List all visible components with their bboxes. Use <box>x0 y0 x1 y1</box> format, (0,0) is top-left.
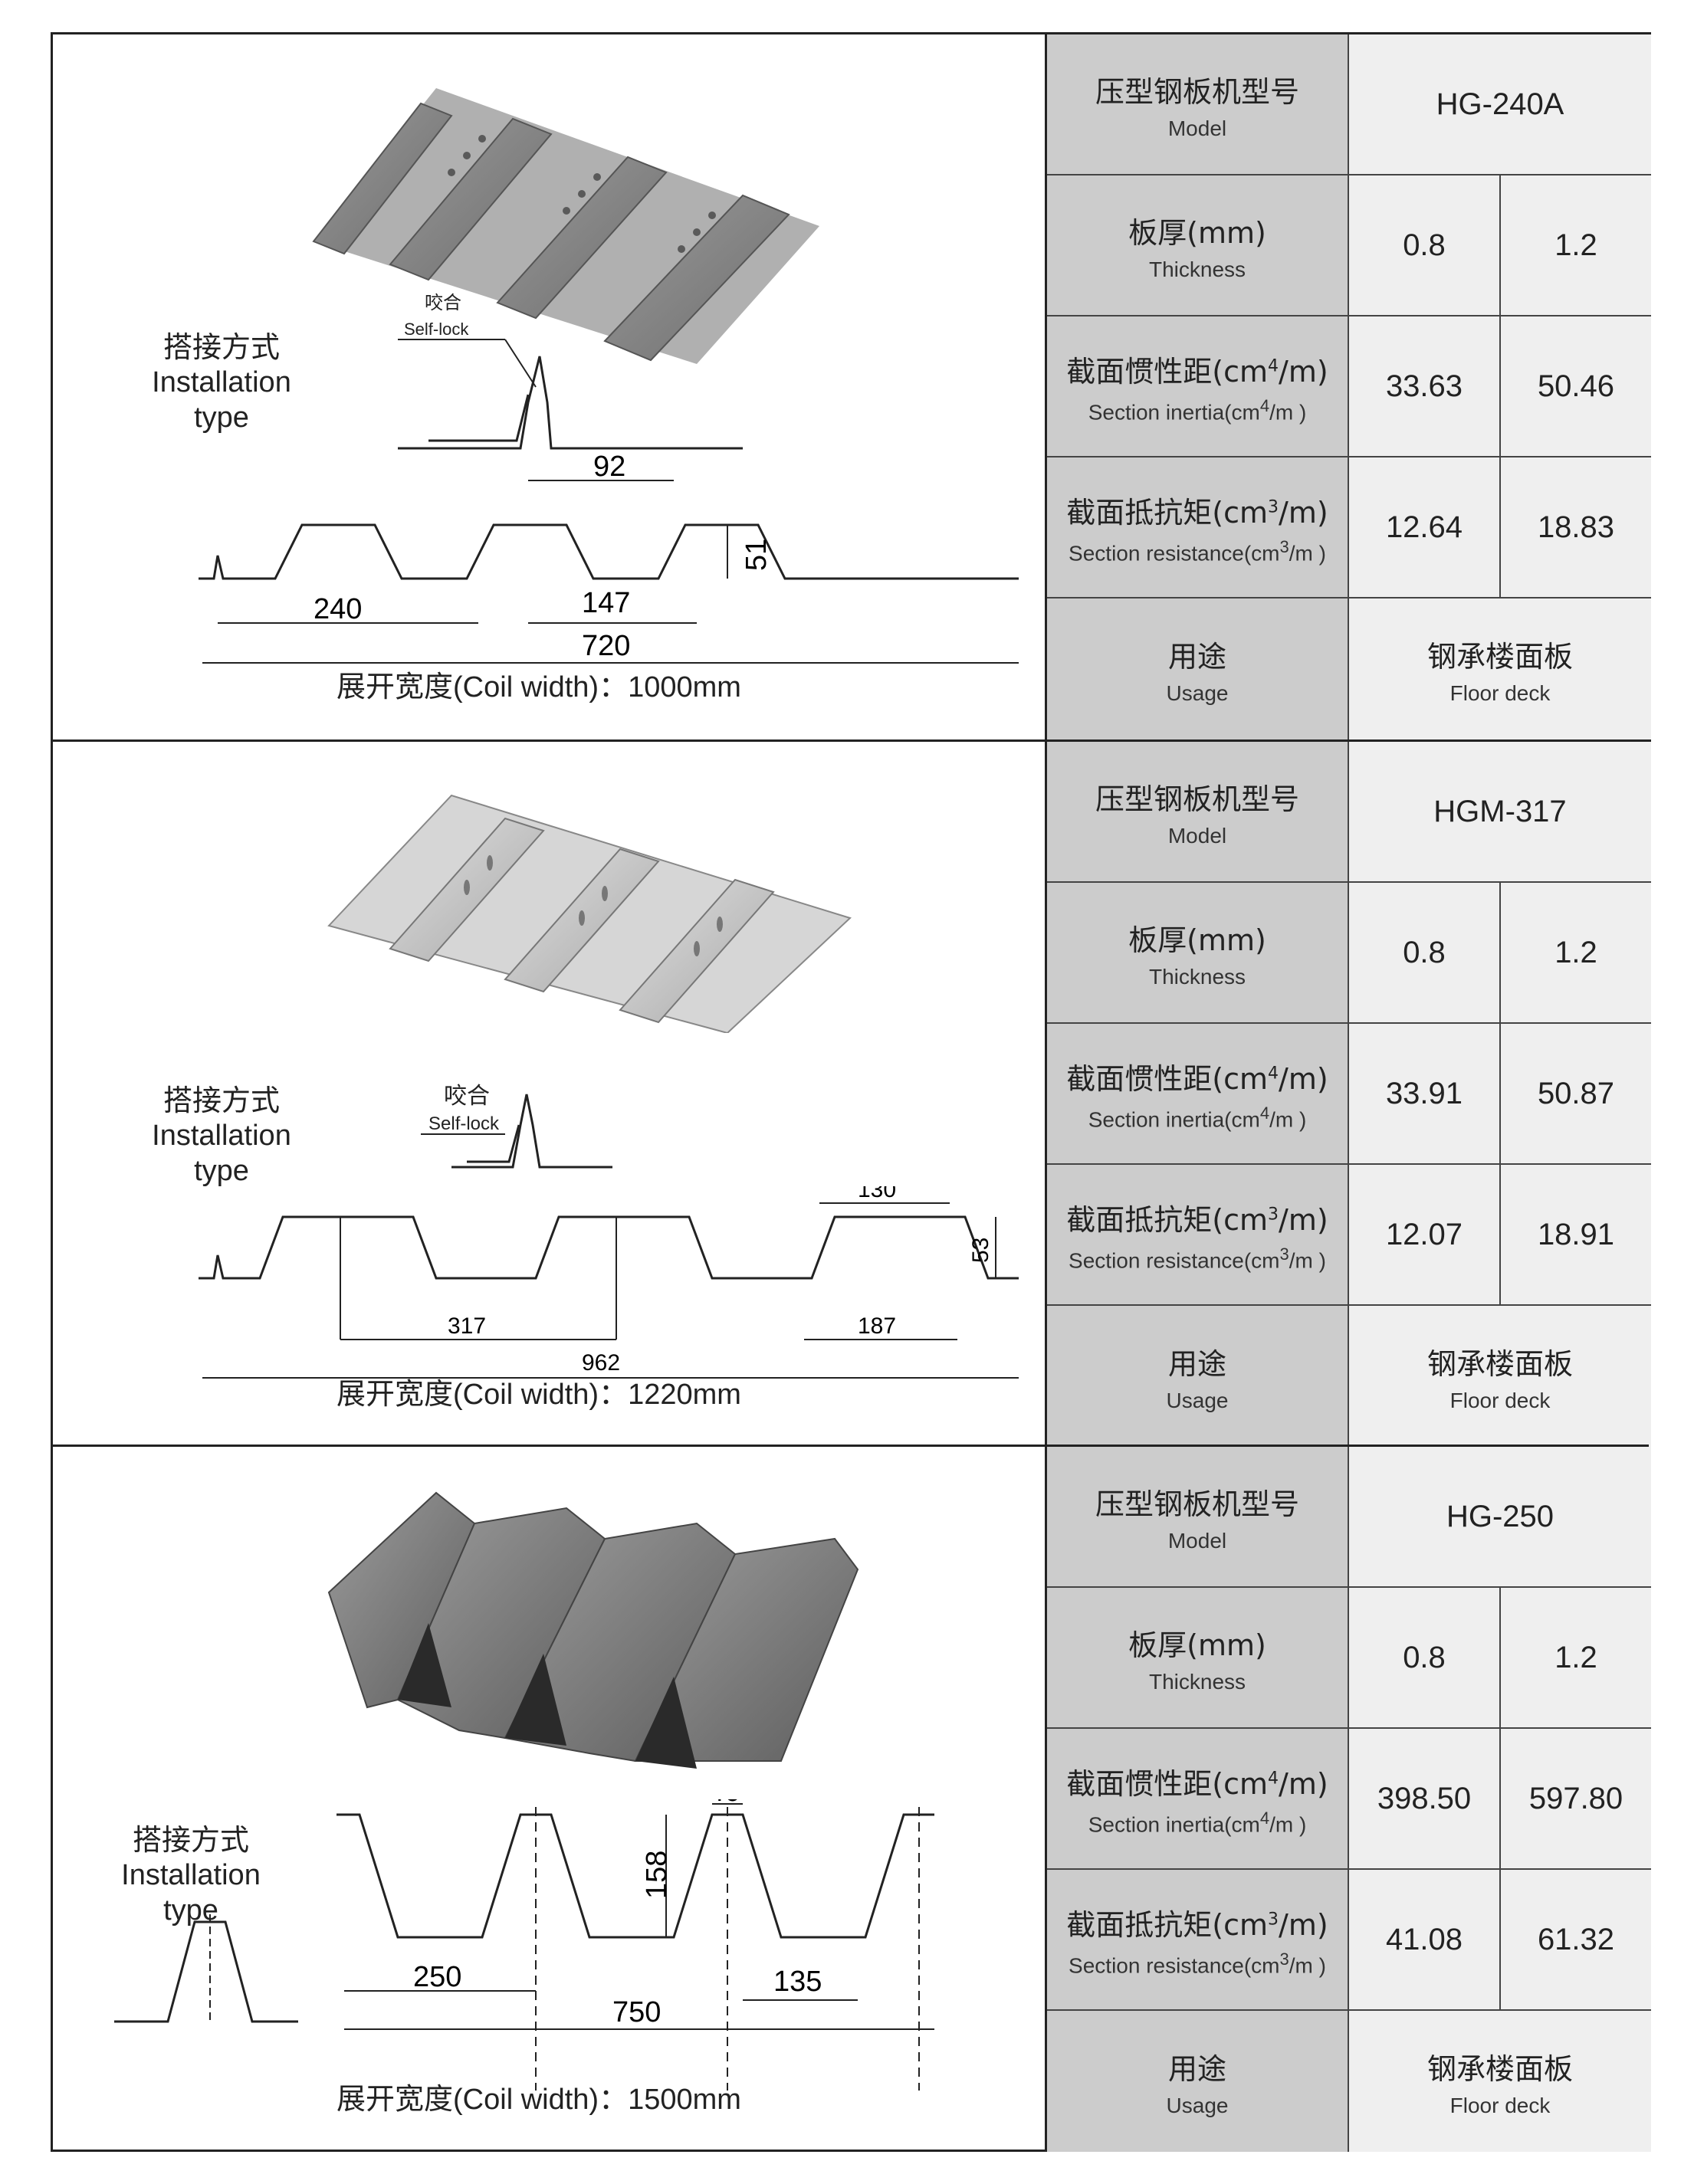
dim-height: 51 <box>740 539 773 571</box>
dim-top: 130 <box>858 1186 896 1202</box>
dim-total: 962 <box>582 1350 620 1376</box>
profile-cross-section: 317 187 130 53 962 <box>199 1186 1019 1379</box>
coil-width: 展开宽度(Coil width)：1500mm <box>337 2082 741 2116</box>
dim-bottom: 135 <box>773 1966 822 1998</box>
profile-cross-section: 240 147 92 51 720 <box>199 451 1019 664</box>
coil-width: 展开宽度(Coil width)：1000mm <box>337 670 741 703</box>
svg-text:咬合: 咬合 <box>444 1084 490 1109</box>
dim-total: 750 <box>612 1996 661 2028</box>
row-inertia: 截面惯性距(cm4/m) Section inertia(cm4/m ) 33.… <box>1047 1024 1651 1165</box>
installation-type-label: 搭接方式 Installation type <box>152 1084 291 1187</box>
spec-sheet: 搭接方式 Installation type 咬合 Self-lock 240 … <box>51 32 1651 2152</box>
installation-diagram <box>114 1914 298 2023</box>
svg-text:Self-lock: Self-lock <box>428 1113 500 1134</box>
panel-3d-illustration <box>327 1491 859 1769</box>
row-resistance: 截面抵抗矩(cm3/m) Section resistance(cm3/m ) … <box>1047 1870 1651 2011</box>
dim-height: 158 <box>641 1851 673 1899</box>
row-thickness: 板厚(mm)Thickness 0.8 1.2 <box>1047 175 1651 316</box>
self-lock-en: Self-lock <box>404 320 469 339</box>
profile-cross-section: 250 135 40 158 750 <box>337 1799 934 2091</box>
dim-bottom: 187 <box>858 1313 896 1339</box>
row-resistance: 截面抵抗矩(cm3/m) Section resistance(cm3/m ) … <box>1047 457 1651 598</box>
model-value: HG-240A <box>1349 34 1651 174</box>
product-section-hgm-317: 搭接方式 Installation type 咬合 Self-lock 317 … <box>53 739 1651 1447</box>
row-thickness: 板厚(mm)Thickness 0.8 1.2 <box>1047 883 1651 1024</box>
dim-pitch: 317 <box>448 1313 486 1339</box>
model-value: HG-250 <box>1349 1447 1651 1586</box>
row-resistance: 截面抵抗矩(cm3/m) Section resistance(cm3/m ) … <box>1047 1165 1651 1306</box>
install-en: Installation type <box>152 366 291 434</box>
product-drawing-area: 搭接方式 Installation type 250 135 40 158 75… <box>53 1447 1045 2152</box>
coil-width-value: 1000mm <box>628 671 741 703</box>
panel-3d-illustration <box>312 88 819 364</box>
dim-height: 53 <box>968 1238 993 1263</box>
product-section-hg-250: 搭接方式 Installation type 250 135 40 158 75… <box>53 1445 1651 2152</box>
model-value: HGM-317 <box>1349 742 1651 881</box>
self-lock-zh: 咬合 <box>425 293 461 313</box>
installation-type-label: 搭接方式 Installation type <box>121 1823 261 1927</box>
panel-3d-illustration <box>327 794 852 1033</box>
installation-type-label: 搭接方式 Installation type <box>130 330 314 435</box>
dim-top: 40 <box>708 1799 740 1808</box>
row-inertia: 截面惯性距(cm4/m) Section inertia(cm4/m ) 398… <box>1047 1729 1651 1870</box>
row-inertia: 截面惯性距(cm4/m) Section inertia(cm4/m ) 33.… <box>1047 316 1651 457</box>
dim-pitch: 250 <box>413 1961 461 1993</box>
coil-width: 展开宽度(Coil width)：1220mm <box>337 1377 741 1411</box>
install-zh: 搭接方式 <box>163 330 280 364</box>
self-lock-diagram: 咬合 Self-lock <box>398 293 743 450</box>
dim-pitch: 240 <box>314 593 362 625</box>
self-lock-diagram: 咬合 Self-lock <box>421 1084 612 1169</box>
dim-top: 92 <box>593 451 625 483</box>
coil-width-value: 1500mm <box>628 2084 741 2116</box>
dim-total: 720 <box>582 630 630 662</box>
dim-bottom: 147 <box>582 587 630 619</box>
product-drawing-area: 搭接方式 Installation type 咬合 Self-lock 240 … <box>53 34 1045 739</box>
product-section-hg-240a: 搭接方式 Installation type 咬合 Self-lock 240 … <box>53 34 1651 739</box>
coil-width-value: 1220mm <box>628 1379 741 1411</box>
product-drawing-area: 搭接方式 Installation type 咬合 Self-lock 317 … <box>53 742 1045 1447</box>
row-thickness: 板厚(mm)Thickness 0.8 1.2 <box>1047 1588 1651 1729</box>
